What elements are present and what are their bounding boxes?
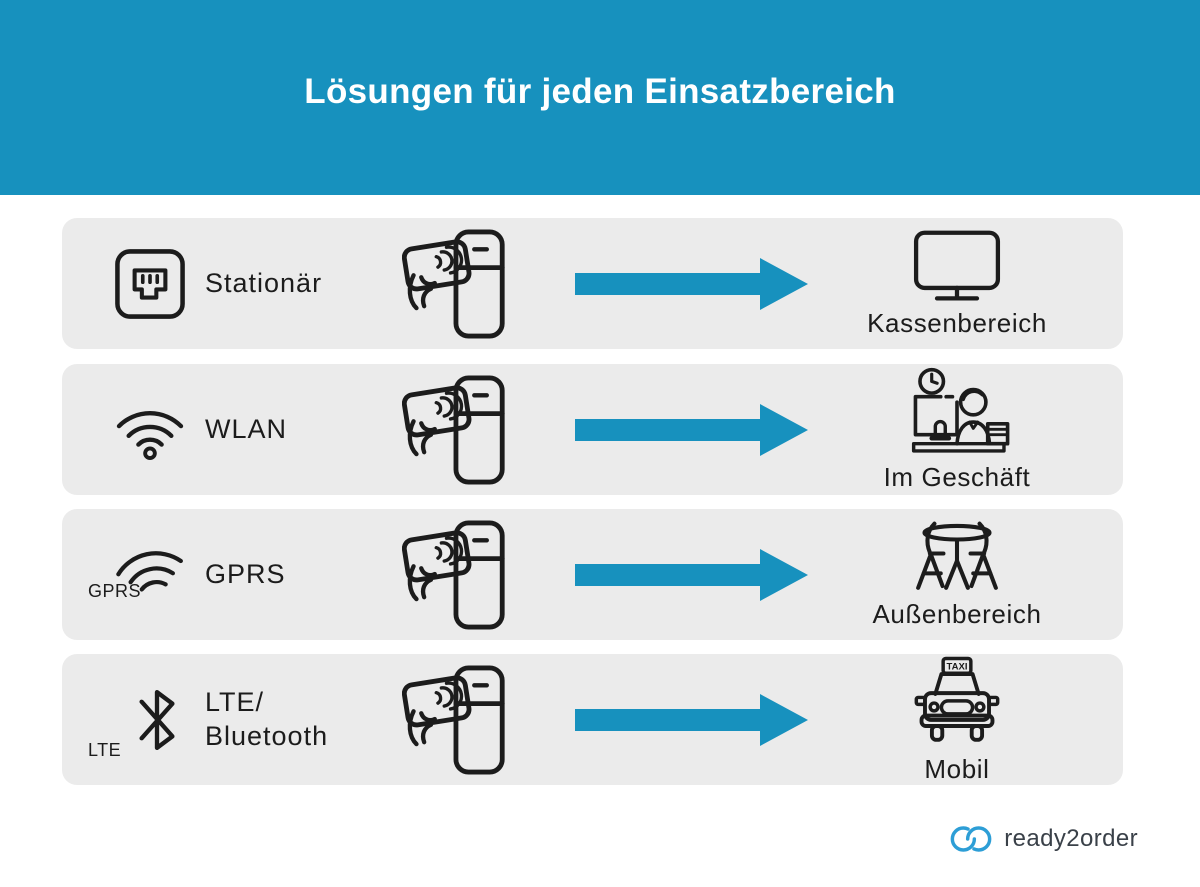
gprs-signal-icon bbox=[116, 550, 183, 592]
ready2order-logo-icon bbox=[950, 826, 992, 852]
brand-logo: ready2order bbox=[949, 820, 1138, 858]
contactless-card-payment-terminal-icon bbox=[402, 518, 508, 632]
ethernet-port-icon bbox=[115, 248, 185, 319]
taxi-sign-text: TAXI bbox=[947, 661, 968, 672]
arrow-right-icon bbox=[575, 693, 808, 746]
arrow-right-icon bbox=[575, 548, 808, 601]
destination-block: Außenbereich bbox=[807, 509, 1107, 640]
arrow-right-icon bbox=[575, 257, 808, 310]
contactless-card-payment-terminal-icon bbox=[402, 663, 508, 777]
connectivity-icon-wrap bbox=[90, 364, 210, 495]
gprs-icon-label: GPRS bbox=[88, 581, 142, 601]
arrow-shaft bbox=[575, 563, 760, 586]
connectivity-icon-wrap: GPRS bbox=[88, 509, 210, 640]
taxi-icon: TAXI bbox=[914, 656, 1000, 742]
destination-label: Im Geschäft bbox=[883, 462, 1031, 492]
payment-device-wrap bbox=[390, 654, 520, 785]
brand-name: ready2order bbox=[1004, 825, 1138, 852]
destination-block: Kassenbereich bbox=[807, 218, 1107, 349]
solution-row-lte-bluetooth: LTE LTE/ Bluetooth TAXI Mobil bbox=[62, 654, 1123, 785]
payment-device-wrap bbox=[390, 364, 520, 495]
connectivity-icon-wrap bbox=[90, 218, 210, 349]
lte-icon-label: LTE bbox=[88, 740, 122, 760]
destination-block: Im Geschäft bbox=[807, 364, 1107, 495]
bluetooth-icon bbox=[139, 689, 175, 750]
arrow-head bbox=[760, 693, 808, 746]
arrow-right-icon bbox=[575, 403, 808, 456]
destination-label: Kassenbereich bbox=[867, 308, 1047, 338]
destination-label: Mobil bbox=[924, 753, 990, 784]
contactless-card-payment-terminal-icon bbox=[402, 373, 508, 487]
destination-label: Außenbereich bbox=[872, 599, 1042, 629]
cashier-counter-icon bbox=[911, 367, 1010, 453]
solution-row-wlan: WLAN Im Geschäft bbox=[62, 364, 1123, 495]
connectivity-label: WLAN bbox=[205, 413, 288, 444]
arrow-head bbox=[760, 257, 808, 310]
solution-row-stationaer: Stationär Kassenbereich bbox=[62, 218, 1123, 349]
arrow-shaft bbox=[575, 418, 760, 441]
solution-row-gprs: GPRS GPRS Außenbereich bbox=[62, 509, 1123, 640]
page-title: Lösungen für jeden Einsatzbereich bbox=[304, 71, 896, 111]
monitor-icon bbox=[913, 230, 1001, 301]
wifi-icon bbox=[116, 410, 184, 460]
arrow-shaft bbox=[575, 708, 760, 731]
header-banner: Lösungen für jeden Einsatzbereich bbox=[0, 0, 1200, 195]
payment-device-wrap bbox=[390, 218, 520, 349]
connectivity-label: LTE/ Bluetooth bbox=[205, 686, 329, 751]
connectivity-label: Stationär bbox=[205, 267, 323, 298]
contactless-card-payment-terminal-icon bbox=[402, 227, 508, 341]
arrow-head bbox=[760, 548, 808, 601]
connectivity-icon-wrap: LTE bbox=[88, 654, 210, 785]
connectivity-label: GPRS bbox=[205, 558, 286, 589]
outdoor-table-icon bbox=[916, 521, 998, 590]
arrow-head bbox=[760, 403, 808, 456]
destination-block: TAXI Mobil bbox=[807, 654, 1107, 785]
payment-device-wrap bbox=[390, 509, 520, 640]
arrow-shaft bbox=[575, 272, 760, 295]
